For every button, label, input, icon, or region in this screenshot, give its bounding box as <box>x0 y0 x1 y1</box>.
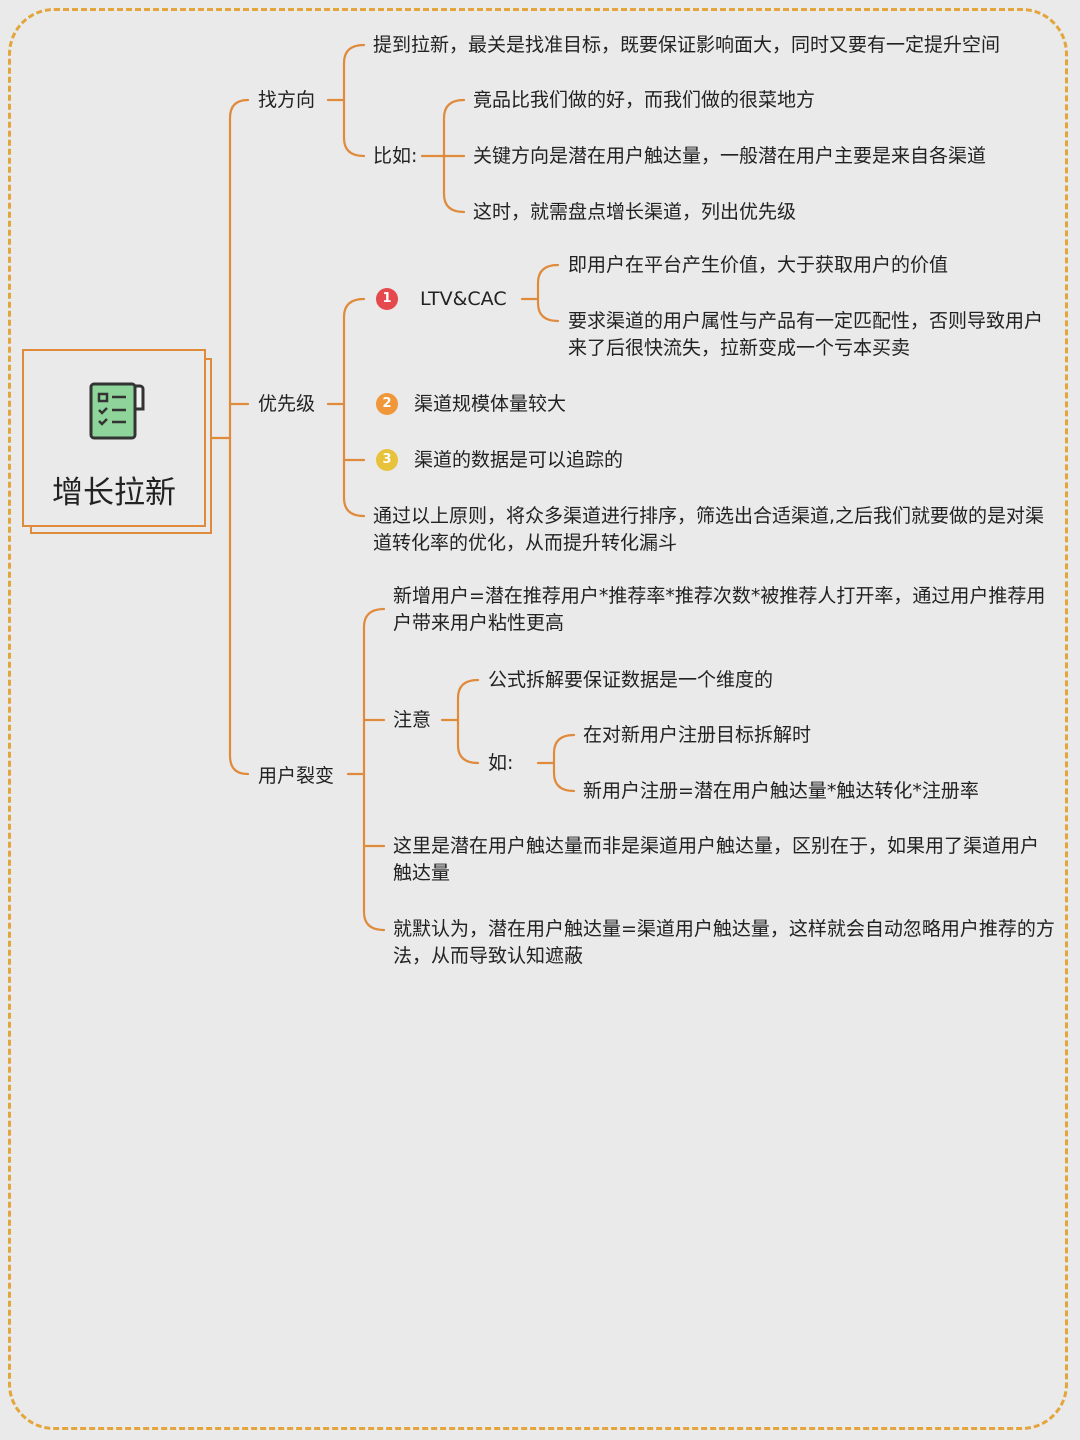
direction-point-1: 提到拉新，最关是找准目标，既要保证影响面大，同时又要有一定提升空间 <box>373 34 1001 56</box>
badge-number-3: 3 <box>376 449 398 471</box>
priority-item-2: 渠道规模体量较大 <box>414 393 567 415</box>
direction-example-label: 比如: <box>373 145 418 167</box>
fission-formula: 新增用户=潜在推荐用户*推荐率*推荐次数*被推荐人打开率，通过用户推荐用户带来用… <box>393 585 1046 634</box>
priority-item-3: 渠道的数据是可以追踪的 <box>414 449 624 471</box>
fission-note-label: 注意 <box>393 709 432 731</box>
direction-example-1: 竟品比我们做的好，而我们做的很菜地方 <box>473 89 816 111</box>
fission-note-example-label: 如: <box>488 752 514 774</box>
direction-example-2: 关键方向是潜在用户触达量，一般潜在用户主要是来自各渠道 <box>473 145 987 167</box>
checklist-icon <box>88 381 146 445</box>
branch-priority-label: 优先级 <box>258 393 316 415</box>
direction-example-3: 这时，就需盘点增长渠道，列出优先级 <box>473 201 797 223</box>
branch-direction-label: 找方向 <box>258 89 316 111</box>
priority-summary: 通过以上原则，将众多渠道进行排序，筛选出合适渠道,之后我们就要做的是对渠道转化率… <box>373 505 1045 554</box>
badge-number-2: 2 <box>376 393 398 415</box>
fission-point-4: 就默认为，潜在用户触达量=渠道用户触达量，这样就会自动忽略用户推荐的方法，从而导… <box>393 918 1055 967</box>
fission-note-point: 公式拆解要保证数据是一个维度的 <box>488 669 774 691</box>
priority-item-1: LTV&CAC <box>420 288 507 310</box>
branch-fission-label: 用户裂变 <box>258 765 335 787</box>
fission-note-example-2: 新用户注册=潜在用户触达量*触达转化*注册率 <box>583 780 979 802</box>
badge-number-1: 1 <box>376 288 398 310</box>
fission-point-3: 这里是潜在用户触达量而非是渠道用户触达量，区别在于，如果用了渠道用户触达量 <box>393 835 1040 884</box>
root-node: 增长拉新 <box>22 349 206 527</box>
main-trunk <box>228 98 250 776</box>
root-title: 增长拉新 <box>52 475 176 511</box>
dashed-border-frame <box>8 8 1068 1430</box>
fission-note-example-1: 在对新用户注册目标拆解时 <box>583 724 812 746</box>
ltv-detail-1: 即用户在平台产生价值，大于获取用户的价值 <box>568 254 949 276</box>
ltv-detail-2: 要求渠道的用户属性与产品有一定匹配性，否则导致用户来了后很快流失，拉新变成一个亏… <box>568 310 1044 359</box>
